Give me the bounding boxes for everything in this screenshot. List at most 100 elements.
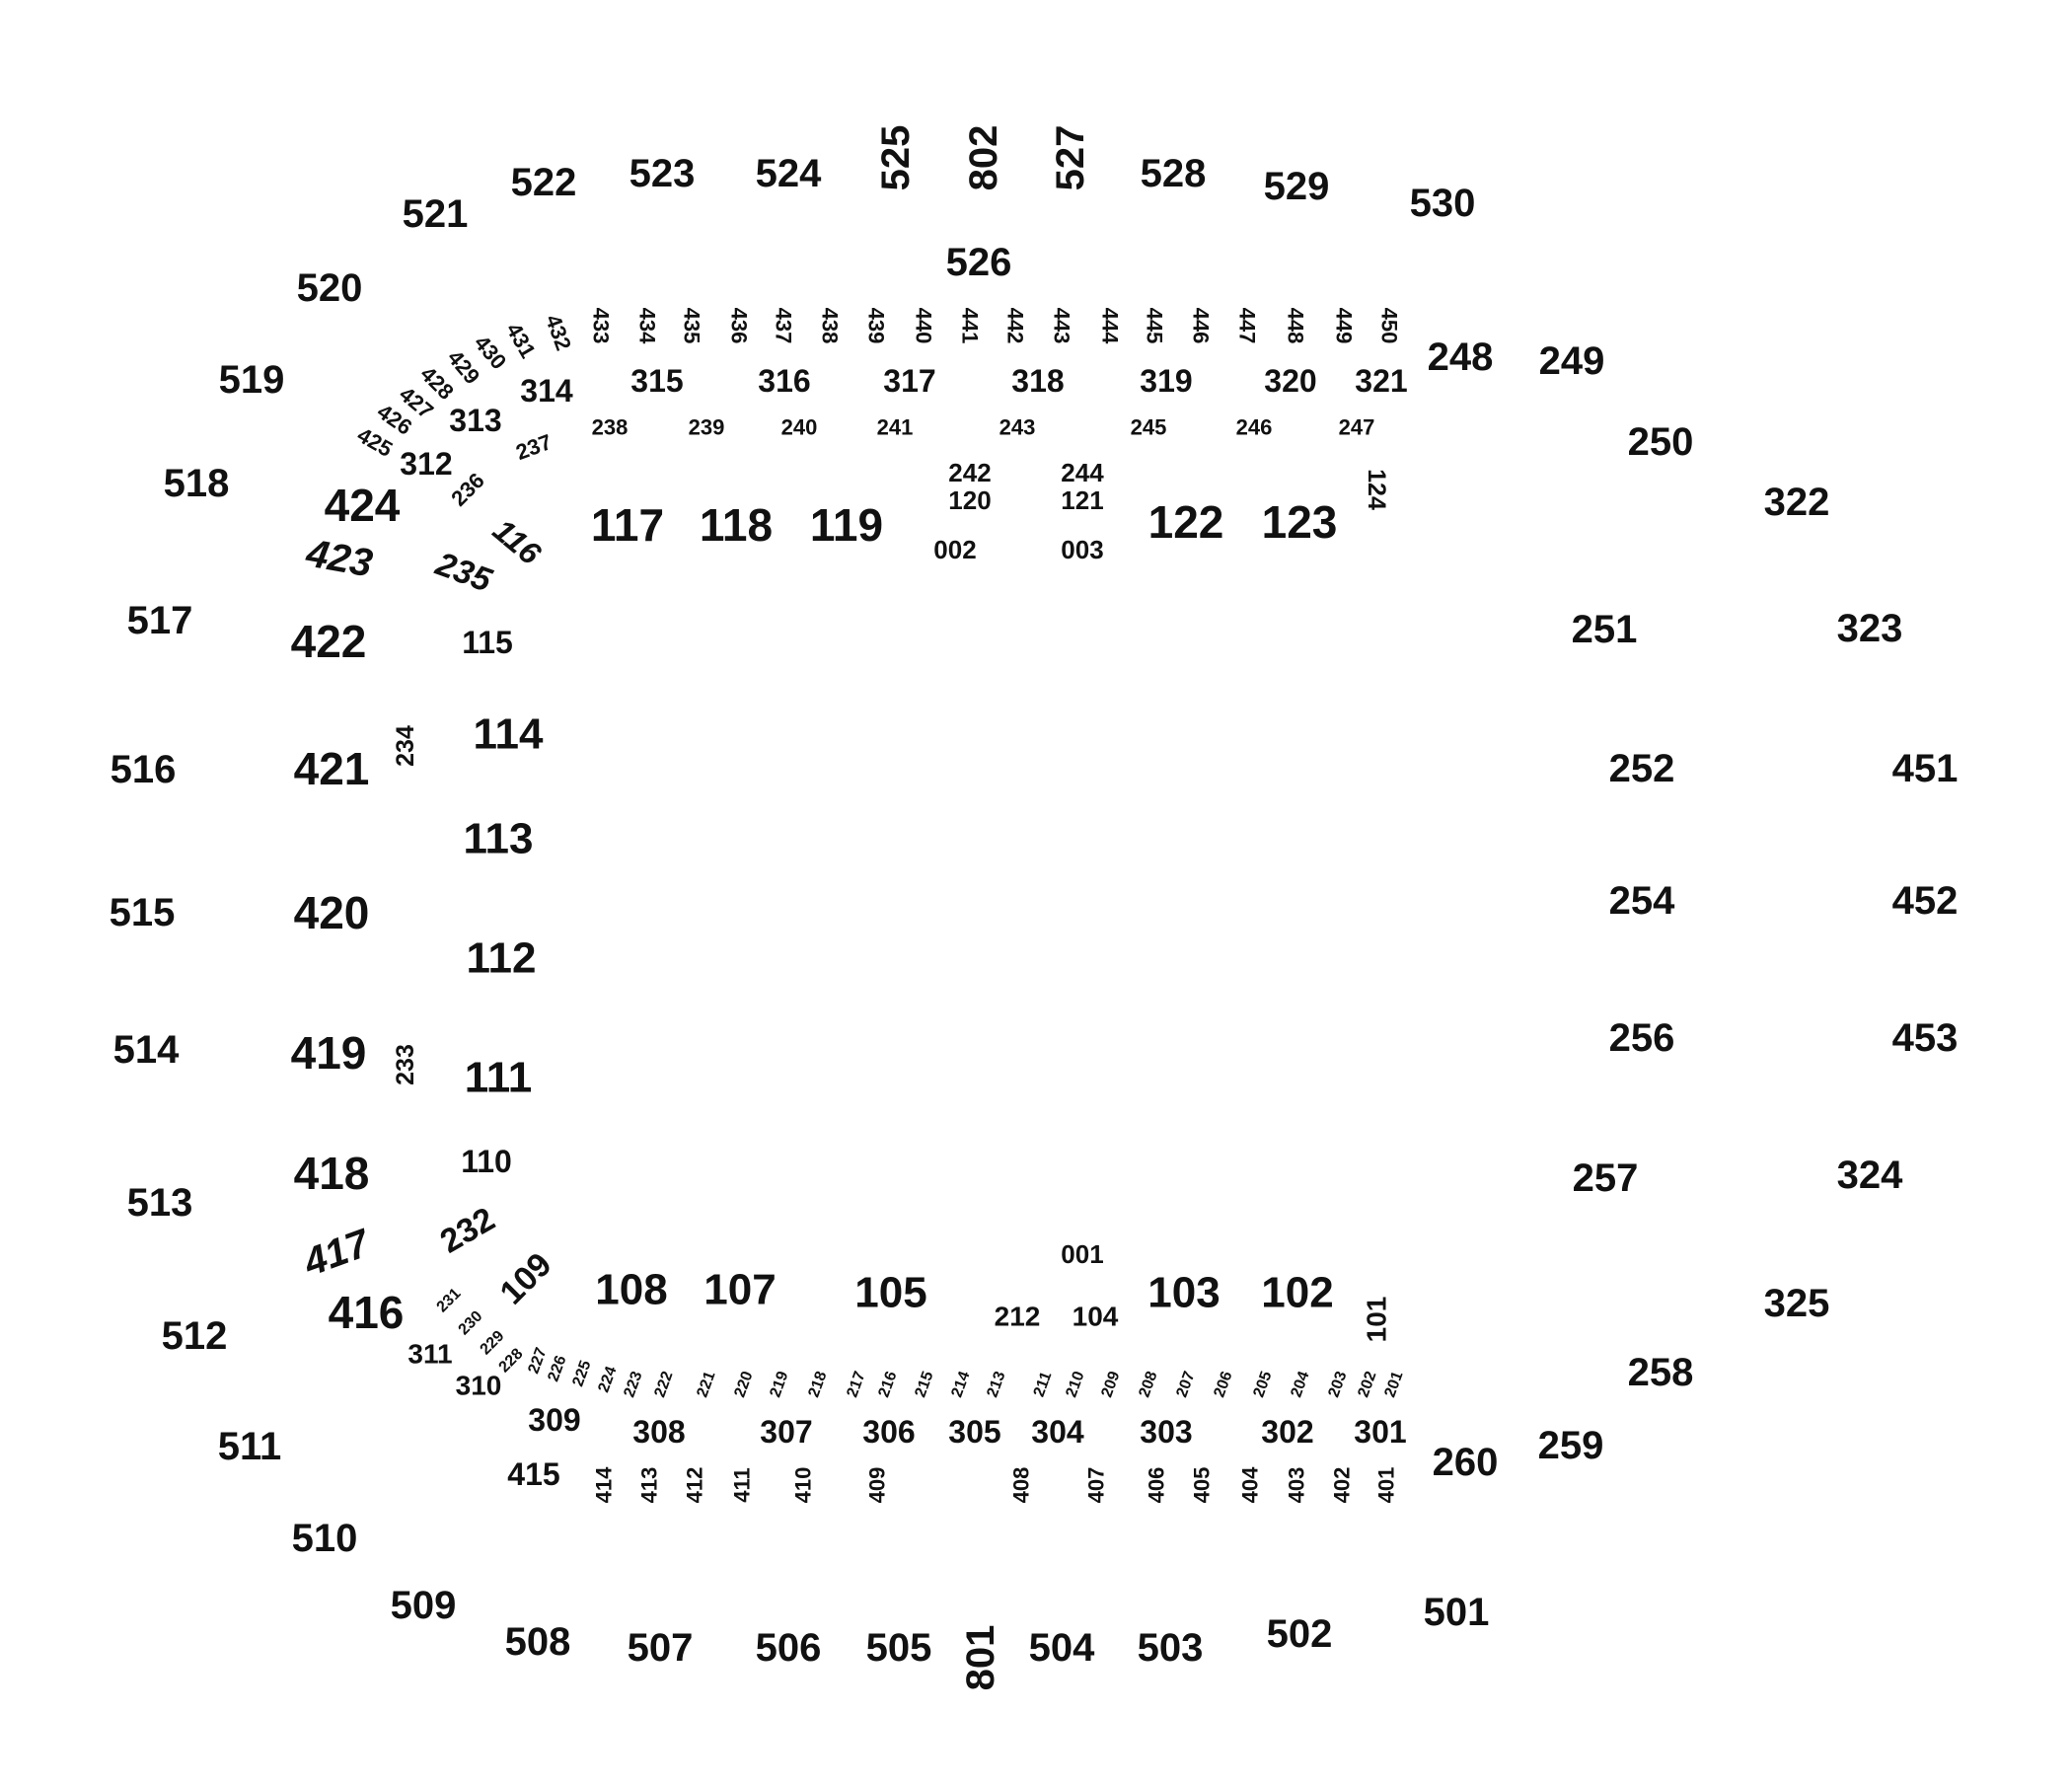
section-label-408: 408 xyxy=(1009,1467,1034,1504)
section-label-421: 421 xyxy=(294,743,370,794)
section-label-122: 122 xyxy=(1148,496,1224,548)
section-label-410: 410 xyxy=(791,1467,816,1504)
section-label-437: 437 xyxy=(772,308,796,344)
section-label-418: 418 xyxy=(294,1148,370,1199)
section-label-312: 312 xyxy=(400,446,452,482)
section-label-416: 416 xyxy=(329,1287,405,1338)
section-label-246: 246 xyxy=(1236,415,1273,440)
section-label-250: 250 xyxy=(1628,420,1694,464)
section-label-002: 002 xyxy=(933,535,976,564)
section-label-404: 404 xyxy=(1238,1466,1263,1503)
section-label-433: 433 xyxy=(589,308,614,344)
section-label-403: 403 xyxy=(1285,1467,1309,1504)
section-label-407: 407 xyxy=(1084,1467,1109,1504)
section-label-252: 252 xyxy=(1609,747,1675,790)
section-label-304: 304 xyxy=(1031,1414,1084,1450)
section-label-003: 003 xyxy=(1061,535,1103,564)
section-label-308: 308 xyxy=(632,1414,685,1450)
section-label-260: 260 xyxy=(1433,1441,1499,1484)
section-label-234: 234 xyxy=(392,725,419,767)
section-label-524: 524 xyxy=(756,152,822,195)
section-label-516: 516 xyxy=(111,748,177,791)
section-label-521: 521 xyxy=(403,192,469,236)
section-label-402: 402 xyxy=(1330,1467,1355,1504)
section-label-529: 529 xyxy=(1264,165,1330,208)
section-label-311: 311 xyxy=(407,1339,452,1370)
section-label-511: 511 xyxy=(218,1425,282,1468)
section-label-502: 502 xyxy=(1267,1612,1333,1656)
section-label-323: 323 xyxy=(1837,607,1903,650)
section-label-424: 424 xyxy=(325,480,401,531)
section-label-310: 310 xyxy=(456,1371,502,1401)
section-label-510: 510 xyxy=(292,1517,358,1560)
section-label-313: 313 xyxy=(449,403,501,438)
section-label-452: 452 xyxy=(1892,879,1959,923)
section-label-233: 233 xyxy=(392,1044,419,1085)
section-label-113: 113 xyxy=(464,815,534,863)
section-label-102: 102 xyxy=(1261,1269,1333,1317)
section-label-505: 505 xyxy=(866,1626,932,1670)
section-label-509: 509 xyxy=(391,1584,457,1627)
section-label-325: 325 xyxy=(1764,1282,1830,1325)
section-label-111: 111 xyxy=(465,1054,533,1102)
section-label-443: 443 xyxy=(1050,308,1074,344)
section-label-240: 240 xyxy=(781,415,818,440)
section-label-316: 316 xyxy=(758,363,810,399)
section-label-801: 801 xyxy=(959,1625,1002,1691)
section-label-110: 110 xyxy=(461,1144,512,1179)
section-label-251: 251 xyxy=(1572,608,1638,651)
section-label-448: 448 xyxy=(1284,308,1308,344)
section-label-241: 241 xyxy=(877,415,914,440)
section-label-249: 249 xyxy=(1539,339,1605,383)
section-label-422: 422 xyxy=(291,616,367,667)
section-label-242: 242 xyxy=(948,458,991,487)
section-label-117: 117 xyxy=(591,499,664,551)
section-label-513: 513 xyxy=(127,1181,193,1225)
section-label-449: 449 xyxy=(1332,308,1357,344)
section-label-504: 504 xyxy=(1029,1626,1095,1670)
section-label-306: 306 xyxy=(862,1414,915,1450)
section-label-450: 450 xyxy=(1377,308,1402,344)
section-label-118: 118 xyxy=(700,499,773,551)
section-label-318: 318 xyxy=(1011,363,1064,399)
section-label-527: 527 xyxy=(1049,125,1092,191)
section-label-411: 411 xyxy=(730,1467,755,1503)
section-label-245: 245 xyxy=(1131,415,1167,440)
section-label-248: 248 xyxy=(1428,335,1494,379)
section-label-519: 519 xyxy=(219,358,285,402)
section-label-514: 514 xyxy=(113,1028,180,1072)
section-label-406: 406 xyxy=(1145,1467,1169,1504)
section-label-001: 001 xyxy=(1061,1239,1103,1269)
section-label-212: 212 xyxy=(995,1302,1041,1332)
section-label-108: 108 xyxy=(595,1266,667,1314)
section-label-506: 506 xyxy=(756,1626,822,1670)
section-label-515: 515 xyxy=(110,891,176,934)
section-label-501: 501 xyxy=(1424,1591,1490,1634)
section-label-413: 413 xyxy=(637,1467,662,1504)
section-label-434: 434 xyxy=(635,308,660,344)
section-label-305: 305 xyxy=(948,1414,1000,1450)
section-label-104: 104 xyxy=(1073,1302,1119,1332)
section-label-528: 528 xyxy=(1141,152,1207,195)
section-label-258: 258 xyxy=(1628,1351,1694,1394)
section-label-319: 319 xyxy=(1140,363,1192,399)
section-label-439: 439 xyxy=(864,308,889,344)
section-label-244: 244 xyxy=(1061,458,1104,487)
section-label-447: 447 xyxy=(1235,308,1260,344)
section-label-315: 315 xyxy=(630,363,683,399)
section-label-114: 114 xyxy=(474,710,545,759)
section-label-441: 441 xyxy=(958,308,983,344)
section-label-412: 412 xyxy=(683,1467,707,1504)
section-label-302: 302 xyxy=(1261,1414,1313,1450)
section-label-103: 103 xyxy=(1147,1269,1220,1317)
section-label-243: 243 xyxy=(999,415,1036,440)
section-label-112: 112 xyxy=(467,934,537,983)
section-label-257: 257 xyxy=(1573,1156,1639,1200)
section-label-301: 301 xyxy=(1354,1414,1406,1450)
section-label-256: 256 xyxy=(1609,1016,1675,1060)
section-label-247: 247 xyxy=(1339,415,1375,440)
section-label-802: 802 xyxy=(962,125,1005,191)
section-label-415: 415 xyxy=(507,1456,559,1492)
